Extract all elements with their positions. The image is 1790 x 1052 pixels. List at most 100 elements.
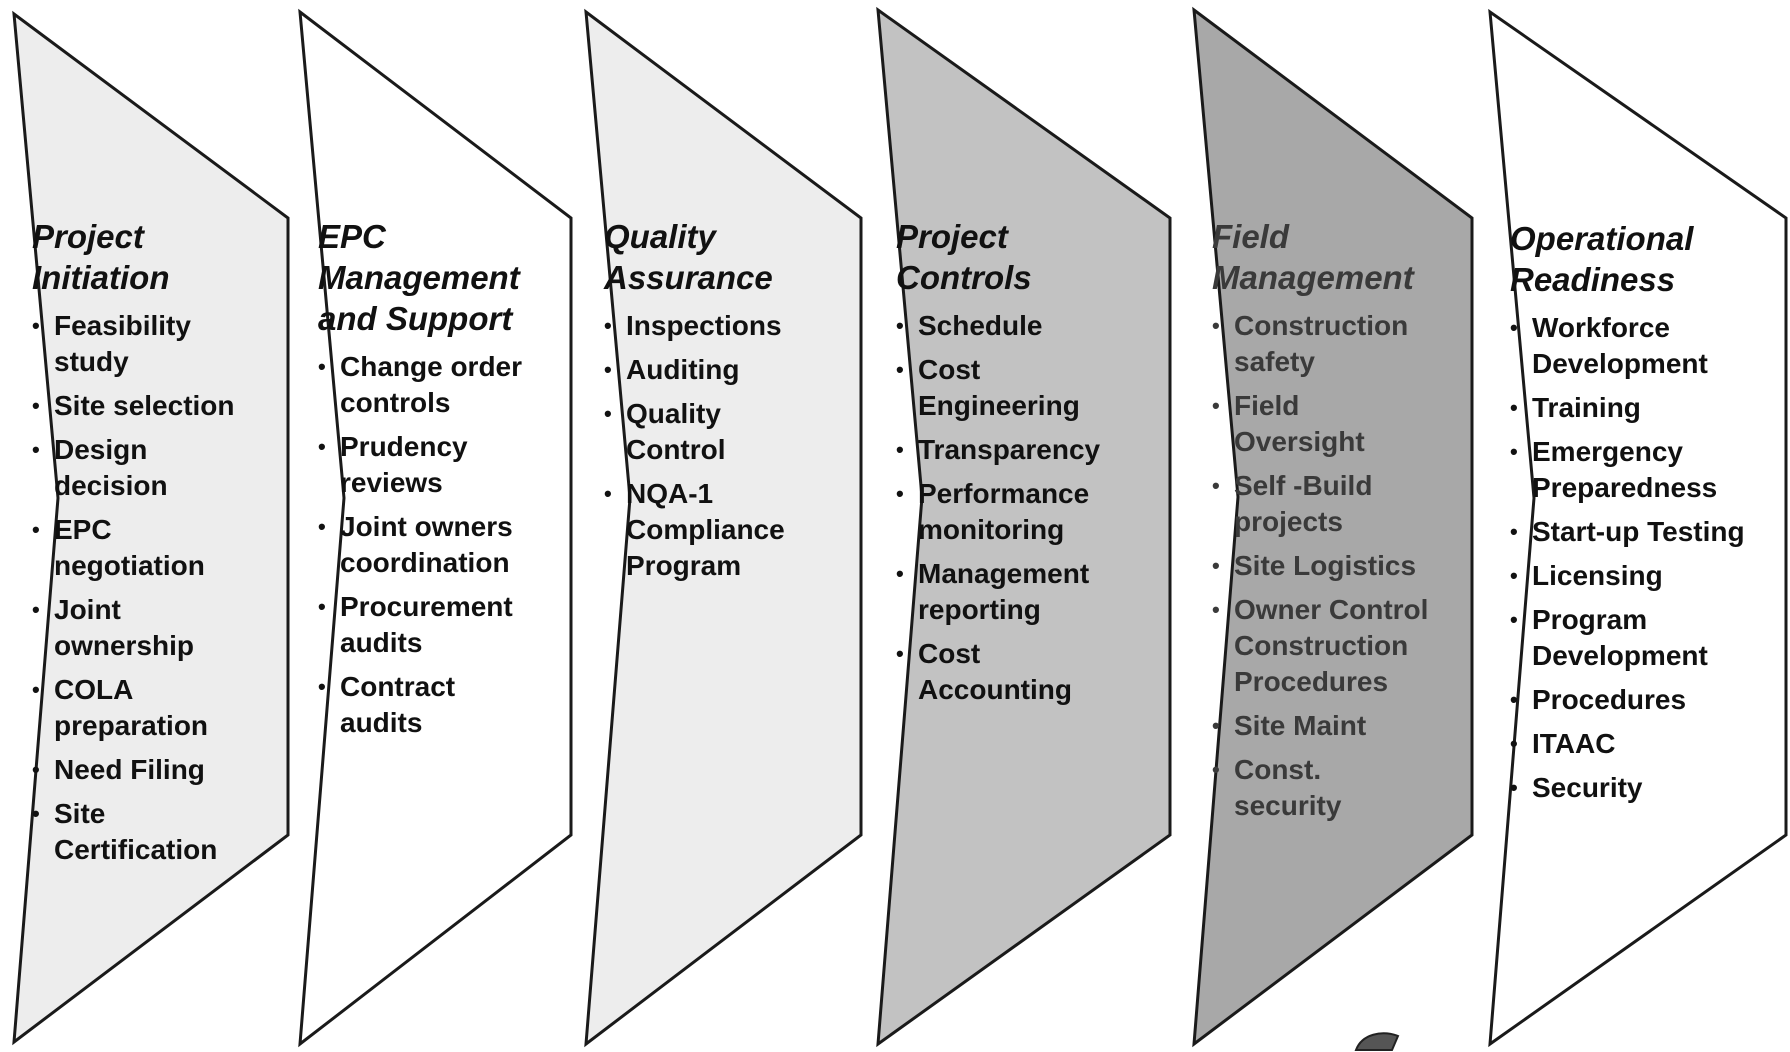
bullet-item: • Need Filing: [32, 752, 272, 788]
bullet-icon: •: [32, 677, 40, 702]
bullet-item: • Performance monitoring: [896, 476, 1146, 548]
bullet-icon: •: [32, 757, 40, 782]
bullet-item: • Joint owners coordination: [318, 509, 568, 581]
bullet-item: •Start-up Testing: [1510, 514, 1780, 550]
bullet-item: •Workforce Development: [1510, 310, 1780, 382]
logo-icon: [1354, 1032, 1400, 1051]
phase-title: Operational Readiness: [1510, 220, 1694, 298]
chevron-field-management: [1192, 6, 1474, 1048]
phase-title: Field Management: [1212, 218, 1414, 296]
bullet-item: •Management reporting: [896, 556, 1146, 628]
chevron-project-initiation: [12, 10, 290, 1046]
bullet-icon: •: [604, 357, 612, 382]
bullet-icon: •: [32, 801, 40, 826]
bullet-icon: •: [604, 401, 612, 426]
bullet-text: Site Maint: [1234, 710, 1367, 741]
bullet-icon: •: [896, 481, 904, 506]
phase-field-management: Field Management • Construction safety • Fi…: [1212, 216, 1472, 832]
phase-project-initiation: Project Initiation •Feasibility study•Si…: [32, 216, 272, 876]
bullet-text: Joint owners coordination: [340, 511, 513, 578]
bullet-item: •Cost Accounting: [896, 636, 1146, 708]
bullet-item: •Feasibility study: [32, 308, 272, 380]
chevron-project-controls: [876, 6, 1172, 1048]
bullet-icon: •: [1212, 757, 1220, 782]
bullet-text: Performance monitoring: [918, 478, 1090, 545]
phase-items: •Feasibility study•Site selection•Design…: [32, 308, 272, 868]
bullet-item: •Cost Engineering: [896, 352, 1146, 424]
bullet-icon: •: [318, 434, 326, 459]
bullet-item: • Design decision: [32, 432, 272, 504]
bullet-item: •Contract audits: [318, 669, 568, 741]
bullet-text: NQA-1 Compliance Program: [626, 478, 785, 581]
bullet-icon: •: [1212, 713, 1220, 738]
bullet-item: •Self -Build projects: [1212, 468, 1472, 540]
bullet-item: •Program Development: [1510, 602, 1780, 674]
bullet-text: Procurement audits: [340, 591, 513, 658]
bullet-icon: •: [32, 313, 40, 338]
bullet-text: Management reporting: [918, 558, 1090, 625]
bullet-icon: •: [896, 437, 904, 462]
bullet-item: •Site Certification: [32, 796, 272, 868]
phase-title: EPC Management and Support: [318, 218, 520, 337]
bullet-text: Change order controls: [340, 351, 523, 418]
bullet-item: • ITAAC: [1510, 726, 1780, 762]
bullet-item: • Site Maint: [1212, 708, 1472, 744]
bullet-text: Workforce Development: [1532, 312, 1708, 379]
bullet-icon: •: [32, 597, 40, 622]
bullet-text: Security: [1532, 772, 1643, 803]
bullet-item: •Procedures: [1510, 682, 1780, 718]
bullet-text: ITAAC: [1532, 728, 1616, 759]
bullet-text: Need Filing: [54, 754, 205, 785]
bullet-icon: •: [318, 594, 326, 619]
bullet-text: Owner Control Construction Procedures: [1234, 594, 1429, 697]
bullet-text: Field Oversight: [1234, 390, 1365, 457]
bullet-icon: •: [604, 313, 612, 338]
bullet-item: •Inspections: [604, 308, 854, 344]
bullet-icon: •: [896, 313, 904, 338]
bullet-text: Schedule: [918, 310, 1043, 341]
chevron-epc-management: [298, 8, 573, 1048]
chevron-operational-readiness: [1488, 8, 1788, 1048]
bullet-text: Licensing: [1532, 560, 1663, 591]
phase-items: •Inspections•Auditing•Quality Control•NQ…: [604, 308, 854, 584]
bullet-item: • Construction safety: [1212, 308, 1472, 380]
bullet-icon: •: [1212, 313, 1220, 338]
bullet-text: Training: [1532, 392, 1641, 423]
bullet-item: • Owner Control Construction Procedures: [1212, 592, 1472, 700]
phase-epc-management: EPC Management and Support • Change order…: [318, 216, 568, 749]
bullet-text: Construction safety: [1234, 310, 1409, 377]
bullet-icon: •: [318, 514, 326, 539]
bullet-icon: •: [1510, 731, 1518, 756]
bullet-icon: •: [32, 437, 40, 462]
phase-operational-readiness: Operational Readiness •Workforce Develop…: [1510, 218, 1780, 814]
bullet-icon: •: [1510, 563, 1518, 588]
bullet-item: • Emergency Preparedness: [1510, 434, 1780, 506]
bullet-text: Cost Accounting: [918, 638, 1072, 705]
bullet-text: Procedures: [1532, 684, 1687, 715]
bullet-icon: •: [1510, 395, 1518, 420]
bullet-text: EPC negotiation: [54, 514, 205, 581]
bullet-text: Design decision: [54, 434, 168, 501]
phase-title: Project Controls: [896, 218, 1032, 296]
bullet-item: • Procurement audits: [318, 589, 568, 661]
bullet-item: •Auditing: [604, 352, 854, 388]
bullet-text: Transparency: [918, 434, 1101, 465]
bullet-text: Quality Control: [626, 398, 726, 465]
bullet-icon: •: [1212, 597, 1220, 622]
bullet-item: • Training: [1510, 390, 1780, 426]
bullet-text: Emergency Preparedness: [1532, 436, 1718, 503]
bullet-icon: •: [1510, 607, 1518, 632]
bullet-icon: •: [1510, 519, 1518, 544]
phase-title: Quality Assurance: [604, 218, 773, 296]
phase-items: • Construction safety • Field Oversight •Sel…: [1212, 308, 1472, 824]
chevron-quality-assurance: [584, 8, 863, 1048]
phase-project-controls: Project Controls • Schedule •Cost Engineer…: [896, 216, 1146, 716]
bullet-icon: •: [1510, 775, 1518, 800]
bullet-item: • Quality Control: [604, 396, 854, 468]
bullet-text: Contract audits: [340, 671, 456, 738]
bullet-icon: •: [1510, 439, 1518, 464]
bullet-item: • Licensing: [1510, 558, 1780, 594]
bullet-icon: •: [32, 393, 40, 418]
phase-items: • Schedule •Cost Engineering • Transparency •…: [896, 308, 1146, 708]
